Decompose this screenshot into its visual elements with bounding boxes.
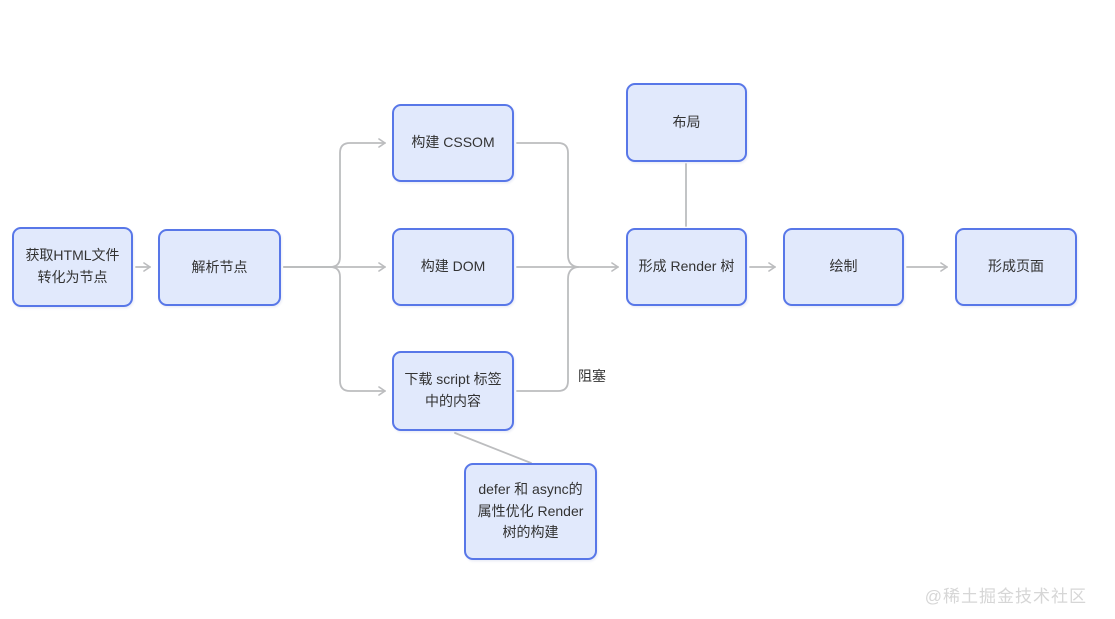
edge-label-blocking: 阻塞 [578,368,606,384]
node-layout: 布局 [626,83,747,162]
node-render-tree: 形成 Render 树 [626,228,747,306]
node-build-cssom: 构建 CSSOM [392,104,514,182]
node-parse-node: 解析节点 [158,229,281,306]
node-download-script: 下载 script 标签 中的内容 [392,351,514,431]
connector-script-to-defer [454,432,532,464]
node-paint: 绘制 [783,228,904,306]
node-build-dom: 构建 DOM [392,228,514,306]
connector-parse-to-cssom [283,138,386,268]
node-defer-async-note: defer 和 async的 属性优化 Render 树的构建 [464,463,597,560]
node-fetch-html: 获取HTML文件 转化为节点 [12,227,133,307]
watermark-juejin: @稀土掘金技术社区 [924,587,1087,606]
connector-parse-to-script [283,266,386,396]
connector-cssom-to-merge [516,142,579,268]
connector-script-to-merge [516,266,579,392]
node-form-page: 形成页面 [955,228,1077,306]
